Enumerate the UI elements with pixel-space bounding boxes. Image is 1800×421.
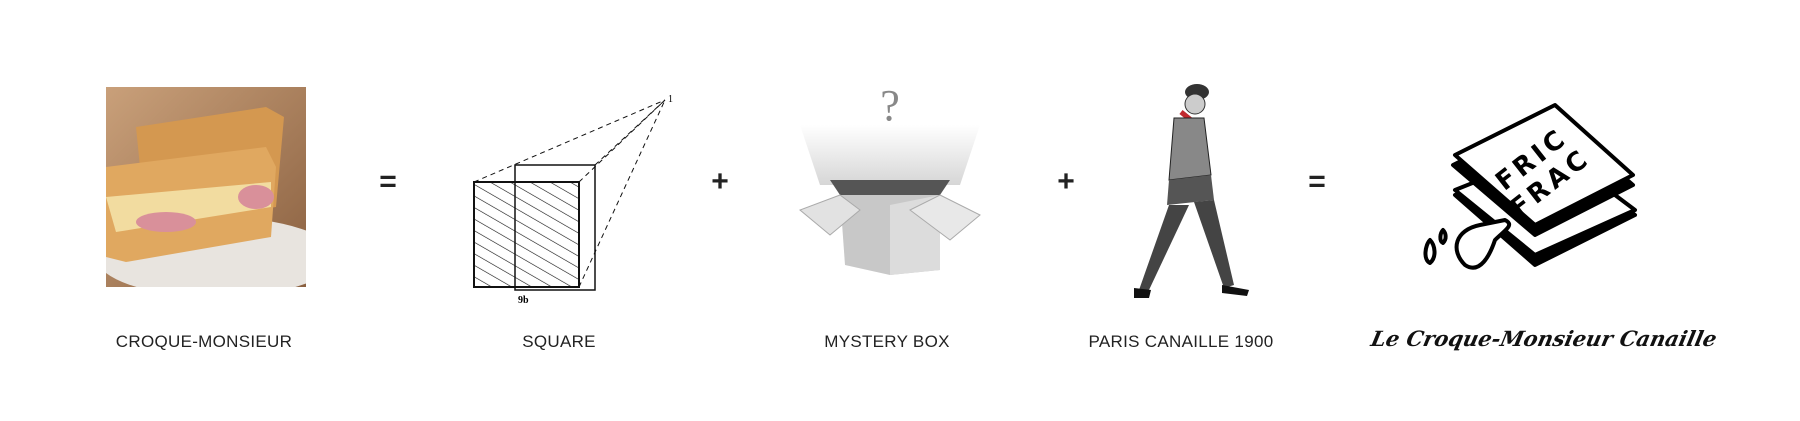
- label-croque-monsieur: CROQUE-MONSIEUR: [115, 332, 293, 351]
- equals-operator: =: [1308, 165, 1326, 198]
- fric-frac-logo: FRIC FRAC: [1423, 103, 1637, 270]
- paris-canaille-figure: [1134, 84, 1249, 298]
- plus-operator: +: [711, 165, 729, 198]
- croque-monsieur-photo: [106, 87, 306, 287]
- dimension-top-label: 1: [668, 94, 673, 105]
- plus-operator: +: [1057, 165, 1075, 198]
- equals-operator: =: [379, 165, 397, 198]
- question-mark: ?: [880, 85, 900, 130]
- label-paris-canaille: PARIS CANAILLE 1900: [1088, 332, 1274, 351]
- label-brand-tagline: Le Croque-Monsieur Canaille: [1368, 326, 1720, 351]
- label-mystery-box: MYSTERY BOX: [824, 332, 950, 351]
- mystery-box-image: ?: [799, 85, 981, 275]
- dimension-bottom-label: 9b: [518, 295, 529, 305]
- label-square: SQUARE: [522, 332, 596, 351]
- square-diagram: 1 9b: [473, 94, 673, 305]
